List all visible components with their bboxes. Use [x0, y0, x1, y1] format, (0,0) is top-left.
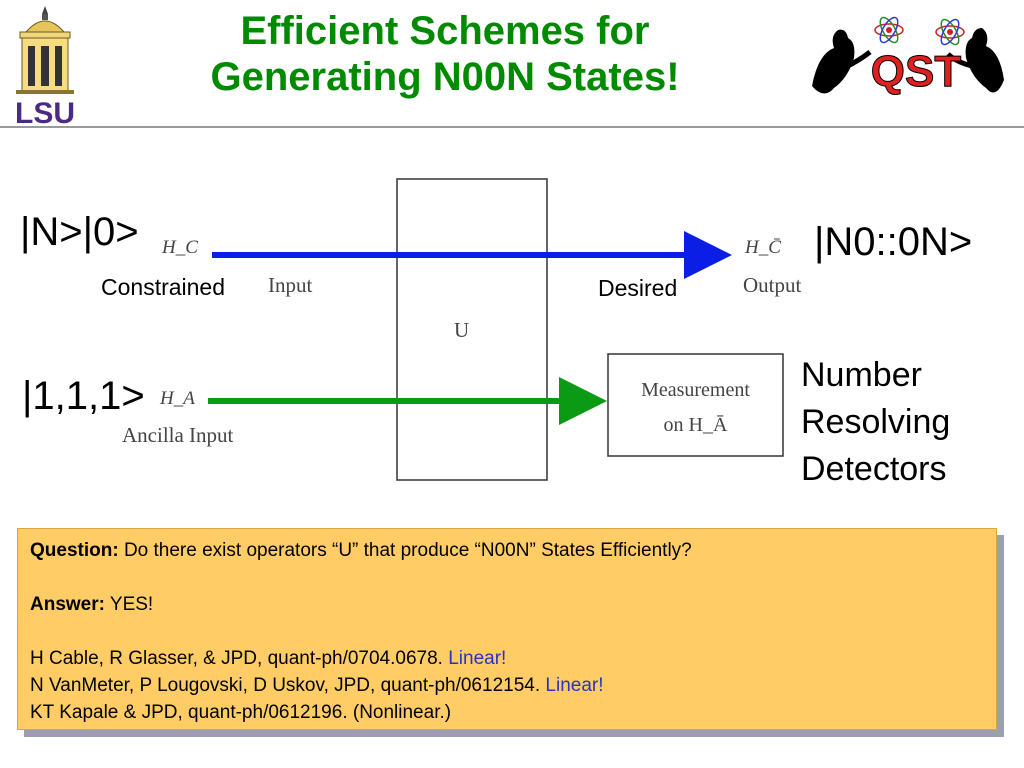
unitary-box	[396, 178, 548, 481]
reference-3: KT Kapale & JPD, quant-ph/0612196. (Nonl…	[30, 699, 984, 726]
reference-3-text: KT Kapale & JPD, quant-ph/0612196. (Nonl…	[30, 702, 452, 723]
detectors-label: Number Resolving Detectors	[801, 352, 950, 493]
detectors-line-1: Number	[801, 356, 922, 394]
reference-1-text: H Cable, R Glasser, & JPD, quant-ph/0704…	[30, 648, 449, 669]
reference-2: N VanMeter, P Lougovski, D Uskov, JPD, q…	[30, 672, 984, 699]
circuit-diagram	[208, 178, 784, 481]
constrained-label: Constrained	[101, 274, 226, 300]
input-space-label: H_C	[162, 237, 198, 258]
question-line: Question: Do there exist operators “U” t…	[30, 537, 984, 564]
qa-box: Question: Do there exist operators “U” t…	[17, 528, 997, 730]
reference-2-text: N VanMeter, P Lougovski, D Uskov, JPD, q…	[30, 675, 546, 696]
header-divider	[0, 126, 1024, 128]
detectors-line-2: Resolving	[801, 403, 951, 441]
reference-1: H Cable, R Glasser, & JPD, quant-ph/0704…	[30, 645, 984, 672]
measurement-box	[607, 353, 784, 457]
output-space-label: H_C̄	[745, 237, 781, 258]
output-text: Output	[743, 273, 802, 297]
measurement-line-2: on H_Ā	[663, 414, 728, 436]
svg-text:QST: QST	[871, 47, 962, 96]
input-state: |N>|0>	[20, 210, 139, 254]
output-state: |N0::0N>	[814, 220, 973, 264]
title-line-1: Efficient Schemes for	[240, 9, 650, 53]
measurement-line-1: Measurement	[641, 379, 750, 401]
answer-label: Answer:	[30, 594, 105, 615]
reference-1-tag: Linear!	[448, 648, 507, 669]
input-text: Input	[268, 273, 313, 297]
answer-text: YES!	[104, 594, 154, 615]
ancilla-text: Ancilla Input	[122, 423, 234, 447]
ancilla-state: |1,1,1>	[22, 374, 145, 418]
lsu-logo: LSU	[4, 2, 86, 130]
title-line-2: Generating N00N States!	[210, 55, 680, 99]
page-title: Efficient Schemes for Generating N00N St…	[150, 8, 740, 100]
reference-2-tag: Linear!	[545, 675, 604, 696]
answer-line: Answer: YES!	[30, 591, 984, 618]
question-text: Do there exist operators “U” that produc…	[118, 540, 692, 561]
question-label: Question:	[30, 540, 119, 561]
operator-label: U	[454, 318, 470, 342]
qst-logo: QST	[804, 8, 1014, 108]
svg-text:LSU: LSU	[15, 97, 75, 126]
detectors-line-3: Detectors	[801, 450, 947, 488]
ancilla-space-label: H_A	[160, 388, 195, 409]
desired-label: Desired	[598, 275, 678, 301]
